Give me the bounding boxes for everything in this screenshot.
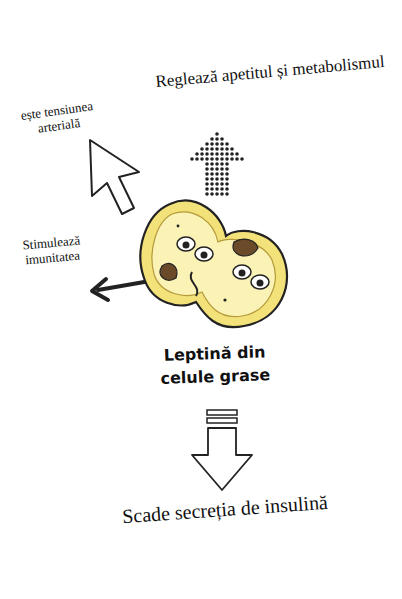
arrow-dot (210, 177, 214, 181)
arrow-dot (240, 157, 244, 161)
arrow-dot (225, 192, 229, 196)
arrow-dot (200, 147, 204, 151)
arrow-dot (230, 157, 234, 161)
arrow-dot (225, 157, 229, 161)
arrow-dot (220, 137, 224, 141)
annotation-label: ește tensiunea arterială (0, 96, 115, 141)
arrow-dot (220, 177, 224, 181)
arrow-dot (220, 172, 224, 176)
arrow-dot (220, 182, 224, 186)
arrow-dot (200, 152, 204, 156)
arrow-dot (220, 152, 224, 156)
arrow-dot (225, 177, 229, 181)
arrow-dot (235, 157, 239, 161)
arrow-dot (205, 157, 209, 161)
arrow-dot (210, 152, 214, 156)
arrow-dot (215, 177, 219, 181)
arrow-dot (205, 177, 209, 181)
arrow-dot (225, 162, 229, 166)
arrow-dot (220, 142, 224, 146)
arrow-dot (205, 167, 209, 171)
arrow-dot (215, 182, 219, 186)
arrow-dot (220, 167, 224, 171)
cell-illustration (130, 192, 300, 334)
arrow-dot (220, 192, 224, 196)
arrow-dot (225, 142, 229, 146)
annotation-label: Stimulează imunitatea (1, 232, 103, 270)
arrow-dot (225, 167, 229, 171)
arrow-dot (195, 157, 199, 161)
arrow-dot (225, 152, 229, 156)
arrow-dot (230, 152, 234, 156)
arrow-dot (210, 172, 214, 176)
arrow-dot (210, 157, 214, 161)
arrow-dot (215, 192, 219, 196)
arrow-dot (220, 162, 224, 166)
left-arrow (98, 281, 150, 290)
arrow-dot (235, 152, 239, 156)
arrow-dot (215, 132, 219, 136)
arrow-dot (225, 182, 229, 186)
arrow-dot (205, 187, 209, 191)
arrow-dot (210, 137, 214, 141)
arrow-dot (210, 142, 214, 146)
arrow-dot (205, 172, 209, 176)
arrow-dot (205, 147, 209, 151)
arrow-dot (215, 187, 219, 191)
arrow-dot (210, 167, 214, 171)
annotation-label: Reglează apetitul și metabolismul (150, 52, 391, 92)
arrow-dot (210, 162, 214, 166)
arrow-dot (215, 147, 219, 151)
node-heading: Leptină din celule grase (139, 339, 291, 391)
annotation-label: Scade secreția de insulină (60, 487, 391, 533)
dotted-arrow (190, 132, 244, 196)
arrow-dot (210, 147, 214, 151)
arrow-dot (205, 182, 209, 186)
arrow-dot (215, 162, 219, 166)
arrow-dot (220, 157, 224, 161)
arrow-dot (225, 172, 229, 176)
arrow-dot (230, 147, 234, 151)
arrow-dot (220, 147, 224, 151)
arrow-dot (225, 187, 229, 191)
arrow-dot (210, 182, 214, 186)
arrow-dot (220, 187, 224, 191)
arrow-dot (215, 157, 219, 161)
arrow-dot (205, 142, 209, 146)
arrow-dot (205, 192, 209, 196)
arrow-dot (210, 187, 214, 191)
fat-cell: Leptină din celule grase (130, 192, 300, 388)
left-arrow-head (92, 279, 108, 300)
arrow-dot (205, 152, 209, 156)
arrow-dot (195, 152, 199, 156)
arrow-dot (215, 152, 219, 156)
arrow-dot (215, 142, 219, 146)
arrow-dot (190, 157, 194, 161)
arrow-dot (215, 172, 219, 176)
arrow-dot (210, 192, 214, 196)
down-arrow (192, 410, 252, 490)
arrow-dot (215, 167, 219, 171)
arrow-dot (225, 147, 229, 151)
arrow-dot (205, 162, 209, 166)
hollow-arrow (90, 140, 139, 214)
arrow-dot (215, 137, 219, 141)
arrow-dot (200, 157, 204, 161)
